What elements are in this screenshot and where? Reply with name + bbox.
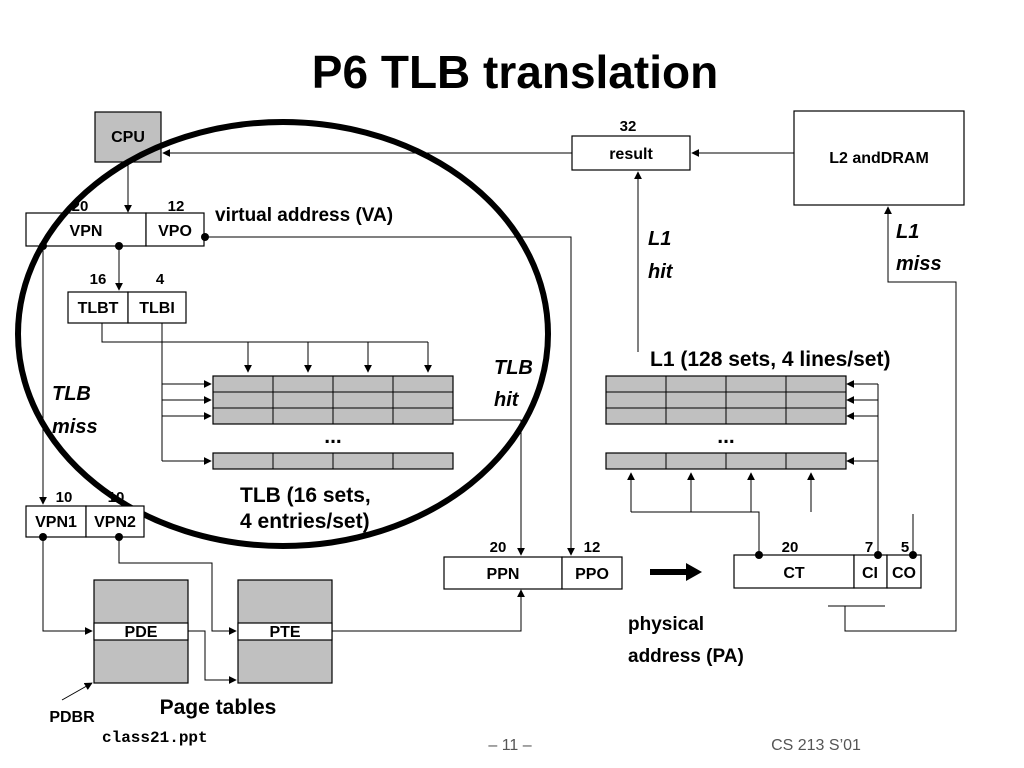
tlb-ellipsis: ... xyxy=(324,425,342,448)
vpo-to-ppo-arrow xyxy=(205,236,575,556)
pdbr-arrow xyxy=(61,682,93,701)
co-field xyxy=(886,554,922,589)
tlb-hit-arrow xyxy=(453,419,525,556)
pte-to-ppn-arrow xyxy=(332,589,525,632)
l1-hit-label-1: L1 xyxy=(648,228,671,250)
l1-ellipsis: ... xyxy=(717,425,735,448)
tlb-miss-label-1: TLB xyxy=(52,383,91,405)
pde-label: PDE xyxy=(125,624,158,641)
cpu-label: CPU xyxy=(111,129,145,146)
vpn2-label: VPN2 xyxy=(94,514,136,531)
pa-label-2: address (PA) xyxy=(628,646,744,667)
vpn-label: VPN xyxy=(70,223,103,240)
ct-bits: 20 xyxy=(782,539,799,556)
tlb-miss-label-2: miss xyxy=(52,416,98,438)
tlbi-bits: 4 xyxy=(156,271,165,288)
tlb-array xyxy=(212,375,454,470)
ppn-bits: 20 xyxy=(490,539,507,556)
l1-miss-arrow xyxy=(844,206,957,632)
tlb-hit-label-1: TLB xyxy=(494,357,533,379)
ct-bus xyxy=(631,511,760,555)
vpo-field xyxy=(145,212,205,247)
vpn2-bits: 10 xyxy=(108,489,125,506)
footer-course: CS 213 S’01 xyxy=(771,737,861,754)
vpn1-label: VPN1 xyxy=(35,514,77,531)
ppo-label: PPO xyxy=(575,566,609,583)
pdbr-label: PDBR xyxy=(49,709,95,726)
vpn2-field xyxy=(85,505,145,538)
vpo-bits: 12 xyxy=(168,198,185,215)
co-bits: 5 xyxy=(901,539,909,556)
ci-label: CI xyxy=(862,565,878,582)
tlbt-field xyxy=(67,291,129,324)
vpn2-to-pte-arrow xyxy=(118,537,237,635)
tlbi-field xyxy=(127,291,187,324)
page-table xyxy=(237,579,333,684)
ci-bits: 7 xyxy=(865,539,873,556)
pte-label: PTE xyxy=(269,624,300,641)
co-label: CO xyxy=(892,565,916,582)
tlb-hit-label-2: hit xyxy=(494,389,520,411)
footer-page-number: – 11 – xyxy=(488,737,531,754)
tlb-caption-1: TLB (16 sets, xyxy=(240,484,371,507)
ci-field xyxy=(853,554,888,589)
vpo-label: VPO xyxy=(158,223,192,240)
l1-caption: L1 (128 sets, 4 lines/set) xyxy=(650,348,890,371)
page-title: P6 TLB translation xyxy=(312,46,718,98)
tlb-caption-2: 4 entries/set) xyxy=(240,510,370,533)
l1-miss-label-1: L1 xyxy=(896,221,919,243)
l1-cache-array xyxy=(605,375,847,470)
ct-label: CT xyxy=(783,565,805,582)
l1-miss-label-2: miss xyxy=(896,253,942,275)
vpn1-field xyxy=(25,505,87,538)
ppo-field xyxy=(561,556,623,590)
footer-file: class21.ppt xyxy=(102,729,208,747)
vpn1-bits: 10 xyxy=(56,489,73,506)
tlbt-bus xyxy=(101,323,428,343)
ppn-field xyxy=(443,556,563,590)
result-box xyxy=(571,135,691,171)
l2-dram-box xyxy=(793,110,965,206)
pa-label-1: physical xyxy=(628,614,704,635)
page-tables-label: Page tables xyxy=(160,696,277,719)
tlb-region-ellipse xyxy=(15,119,551,549)
l1-hit-label-2: hit xyxy=(648,261,674,283)
result-label: result xyxy=(609,146,653,163)
ppn-label: PPN xyxy=(487,566,520,583)
tlbi-label: TLBI xyxy=(139,300,175,317)
result-bits: 32 xyxy=(620,118,637,135)
tlbt-bits: 16 xyxy=(90,271,107,288)
va-label: virtual address (VA) xyxy=(215,205,393,226)
pde-to-pte-arrow xyxy=(188,630,237,684)
l2-dram-label: L2 andDRAM xyxy=(829,150,929,167)
ct-field xyxy=(733,554,855,589)
vpn1-to-pde-arrow xyxy=(42,537,93,635)
tlbt-label: TLBT xyxy=(78,300,119,317)
ppo-bits: 12 xyxy=(584,539,601,556)
vpn-field xyxy=(25,212,147,247)
